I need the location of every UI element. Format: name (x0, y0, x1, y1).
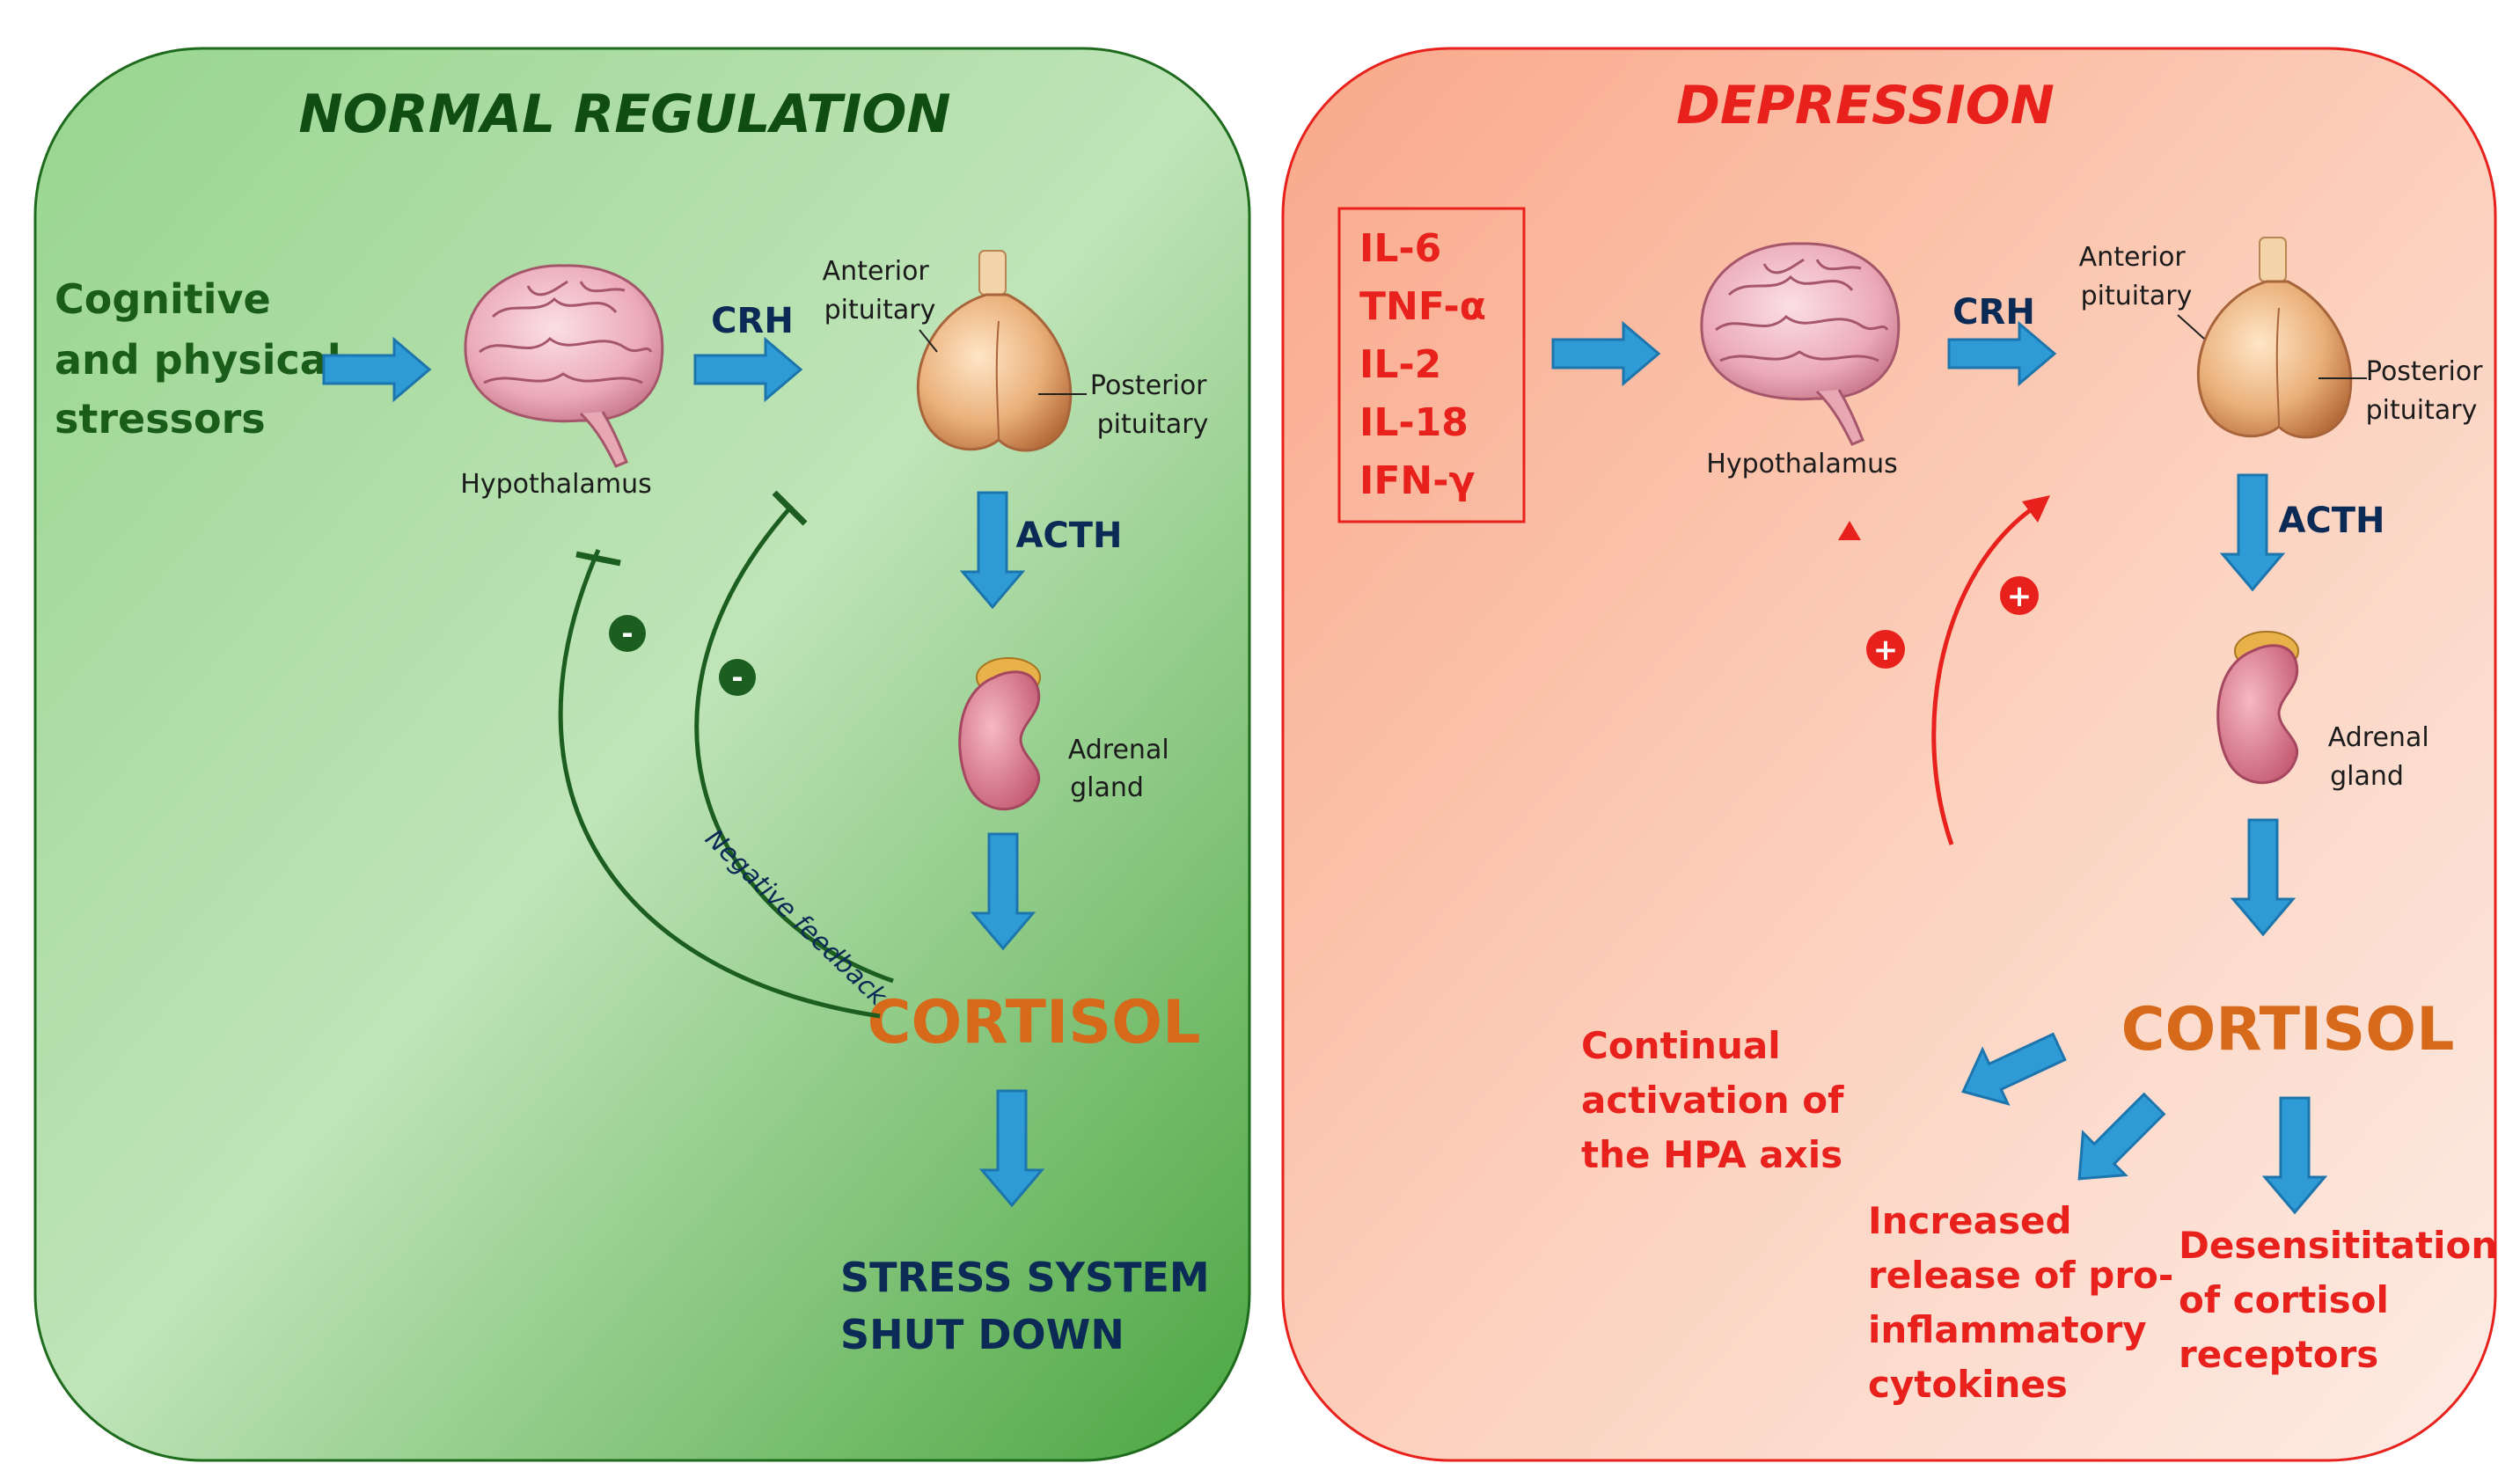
arrow-to-cytokine-release (2077, 1092, 2166, 1181)
normal-cortisol: CORTISOL (868, 988, 1201, 1057)
depression-title: DEPRESSION (1676, 75, 2055, 136)
minus-badge-2 (719, 659, 756, 696)
adrenal-label-depression: Adrenal gland (2328, 722, 2437, 792)
anterior-pointer (919, 329, 938, 353)
feedback-inhibit-bar-outer (575, 551, 621, 567)
adrenal-label: Adrenal gland (1068, 735, 1177, 803)
plus-badge-2 (1866, 630, 1905, 669)
stress-shutdown-label: STRESS SYSTEM SHUT DOWN (840, 1254, 1224, 1358)
cytokine-tnf: TNF-α (1359, 284, 1486, 329)
posterior-pituitary-label-depression: Posterior pituitary (2366, 356, 2491, 426)
minus-sign-2: - (731, 661, 743, 694)
anterior-pointer-depression (2177, 314, 2205, 340)
hypothalamus-label: Hypothalamus (460, 469, 651, 500)
stressors-line-3: stressors (55, 395, 266, 443)
anterior-pituitary-label-depression: Anterior pituitary (2079, 242, 2194, 311)
plus-sign-1: + (2007, 579, 2033, 614)
anterior-pituitary-label: Anterior pituitary (823, 256, 938, 326)
normal-title: NORMAL REGULATION (298, 84, 950, 145)
cytokine-il18: IL-18 (1359, 400, 1469, 445)
depression-cortisol: CORTISOL (2121, 995, 2455, 1065)
acth-label-depression: ACTH (2278, 501, 2384, 541)
cytokine-box (1337, 207, 1526, 523)
arrow-to-hpa-activation (1961, 1032, 2067, 1106)
effect-receptor-desensitization: Desensititation of cortisol receptors (2179, 1224, 2510, 1376)
effect-hpa-activation: Continual activation of the HPA axis (1581, 1024, 1857, 1176)
positive-feedback-arrowhead (2022, 495, 2050, 523)
plus-badge-1 (2000, 576, 2039, 615)
feedback-curve-outer (558, 549, 881, 1019)
minus-sign-1: - (621, 617, 633, 650)
feedback-curve-inner (694, 504, 894, 984)
posterior-pituitary-label: Posterior pituitary (1090, 370, 1215, 440)
stressors-line-2: and physical (55, 336, 341, 384)
effect-cytokine-release: Increased release of pro- inflammatory c… (1868, 1199, 2187, 1406)
acth-label: ACTH (1015, 516, 1122, 556)
hypothalamus-label-depression: Hypothalamus (1706, 449, 1897, 479)
cytokine-il6: IL-6 (1359, 226, 1441, 271)
feedback-inhibit-bar-inner (772, 490, 808, 526)
minus-badge-1 (609, 615, 646, 652)
increase-triangle (1838, 521, 1861, 540)
cytokine-list: IL-6 TNF-α IL-2 IL-18 IFN-γ (1359, 226, 1499, 503)
cytokine-ifn: IFN-γ (1359, 458, 1476, 503)
stressors-label: Cognitive and physical stressors (55, 275, 355, 443)
positive-feedback-curve (1931, 506, 2034, 845)
depression-panel (1281, 47, 2497, 1462)
crh-label: CRH (711, 301, 794, 341)
stressors-line-1: Cognitive (55, 275, 271, 323)
plus-sign-2: + (1873, 633, 1899, 668)
cytokine-il2: IL-2 (1359, 342, 1441, 387)
